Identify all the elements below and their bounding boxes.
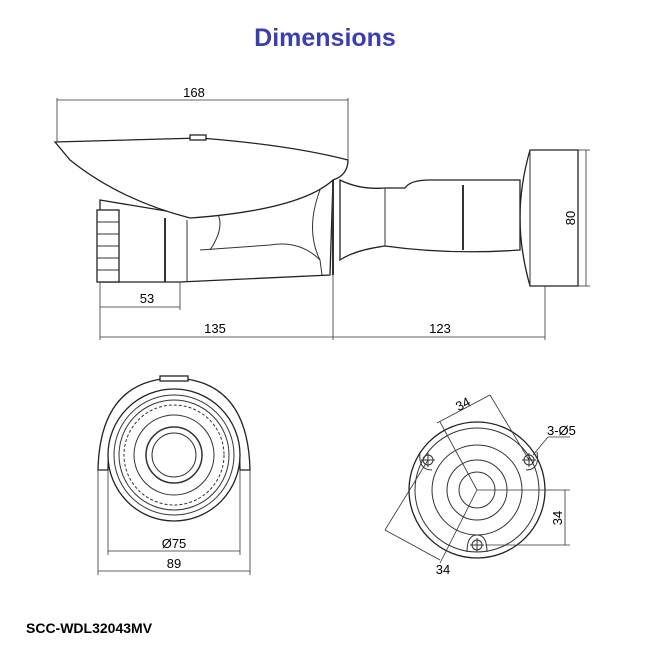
dim-123: 123 — [429, 321, 451, 336]
mount-view: 34 34 34 3-Ø5 — [384, 394, 576, 577]
dim-80: 80 — [563, 211, 578, 225]
side-view: 168 53 135 123 80 — [53, 85, 590, 340]
dim-135: 135 — [204, 321, 226, 336]
dim-53: 53 — [140, 291, 154, 306]
dim-168: 168 — [183, 85, 205, 100]
hole-spec: 3-Ø5 — [547, 423, 576, 438]
model-number: SCC-WDL32043MV — [26, 620, 153, 636]
front-view: Ø75 89 — [97, 375, 251, 575]
page-title: Dimensions — [254, 24, 396, 52]
dim-34-right: 34 — [550, 511, 565, 525]
dim-34-top: 34 — [453, 394, 473, 414]
dim-34-left: 34 — [436, 562, 450, 577]
mount-hole — [466, 534, 488, 553]
dim-89: 89 — [167, 556, 181, 571]
dim-diameter-75: Ø75 — [162, 536, 187, 551]
